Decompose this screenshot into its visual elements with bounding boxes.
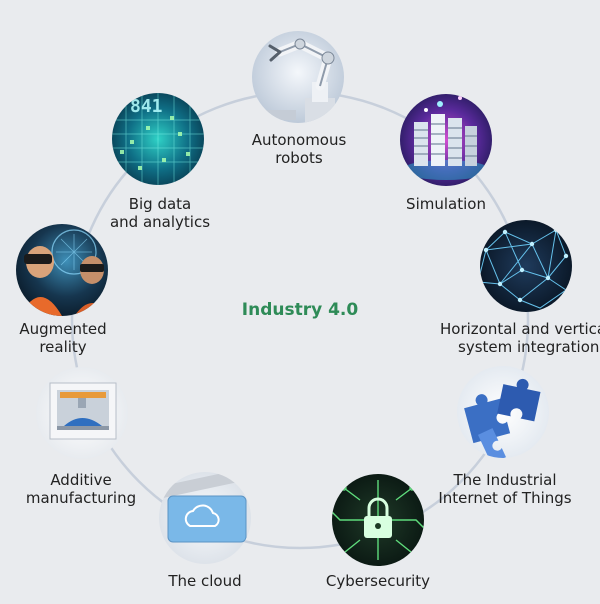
label-line: Big data [128, 195, 192, 213]
network-mesh-icon [480, 220, 572, 312]
label-cybersecurity: Cybersecurity [308, 572, 448, 590]
label-line: manufacturing [25, 489, 137, 507]
label-industrial-iot: The Industrial Internet of Things [430, 471, 580, 507]
label-line: and analytics [109, 213, 211, 231]
padlock-circuit-icon [332, 474, 424, 566]
robot-arm-icon [252, 31, 344, 123]
label-line: Autonomous [251, 131, 347, 149]
data-digits-watermark: 841 [130, 96, 163, 117]
label-line: reality [39, 338, 87, 356]
label-line: robots [275, 149, 323, 167]
label-augmented-reality: Augmented reality [0, 320, 126, 356]
label-line: Simulation [406, 195, 486, 213]
label-line: Horizontal and vertica [440, 320, 600, 338]
label-line: Augmented [19, 320, 107, 338]
3d-printer-icon [36, 367, 128, 459]
label-autonomous-robots: Autonomous robots [224, 131, 374, 167]
label-line: Additive [50, 471, 112, 489]
label-line: Cybersecurity [325, 572, 431, 590]
label-additive-manufacturing: Additive manufacturing [10, 471, 152, 507]
label-line: The cloud [168, 572, 242, 590]
label-system-integration: Horizontal and vertica system integratio… [440, 320, 600, 356]
center-title: Industry 4.0 [241, 300, 359, 320]
label-line: Internet of Things [438, 489, 572, 507]
puzzle-pieces-icon [457, 366, 549, 458]
label-line: The Industrial [453, 471, 557, 489]
label-the-cloud: The cloud [135, 572, 275, 590]
cloud-laptop-icon [159, 472, 251, 564]
label-simulation: Simulation [376, 195, 516, 213]
label-line: system integration [458, 338, 600, 356]
label-big-data: Big data and analytics [90, 195, 230, 231]
server-rack-icon [400, 94, 492, 186]
vr-headset-icon [16, 224, 108, 316]
data-grid-icon: 841 [112, 93, 204, 185]
